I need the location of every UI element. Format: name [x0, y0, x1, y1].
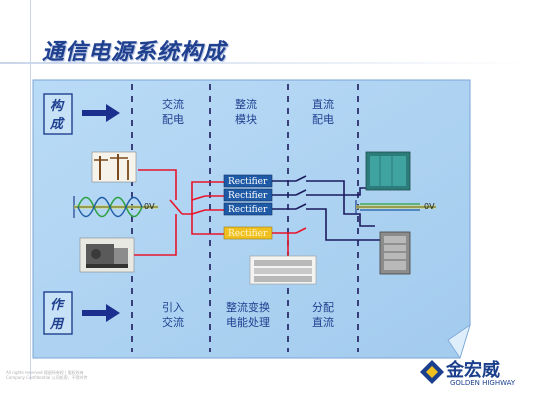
- logo-mark-icon: [420, 360, 444, 384]
- footer-line2: Company Confidential 公司机密，不得外传: [6, 375, 88, 380]
- col-rectifier-module-line2: 模块: [235, 113, 257, 126]
- label-function-char1: 作: [50, 297, 66, 313]
- label-function-char2: 用: [49, 317, 65, 332]
- col-dc-distribution-line2: 配电: [312, 113, 334, 126]
- label-composition-char2: 成: [49, 116, 65, 132]
- col-dc-distribute-line1: 分配: [312, 301, 334, 314]
- rectifier-rack-image: [249, 255, 317, 285]
- logo-text-cn: 金宏威: [446, 360, 500, 381]
- rectifier-module: Rectifier: [223, 188, 273, 202]
- title-underline: [0, 62, 533, 64]
- label-box-composition: [43, 93, 73, 135]
- ac-sine-wave: [73, 196, 158, 218]
- rectifier-label: Rectifier: [228, 191, 268, 201]
- rectifier-label: Rectifier: [228, 229, 268, 239]
- ac-wiring: [134, 169, 224, 256]
- col-dc-distribute-line2: 直流: [312, 315, 334, 329]
- col-ac-input-line2: 交流: [162, 315, 184, 329]
- col-ac-distribution-line2: 配电: [162, 113, 184, 126]
- battery-cabinet-image: [379, 231, 411, 275]
- arrow-right-icon: [82, 304, 120, 322]
- footer-line1: All rights reserved 保留所有权 | 版权所有: [6, 370, 84, 375]
- label-box-function: [43, 291, 73, 335]
- title-bar: [0, 0, 533, 72]
- page-title: 通信电源系统构成: [42, 40, 227, 65]
- rectifier-module-highlighted: Rectifier: [223, 226, 273, 240]
- col-rectify-convert-line2: 电能处理: [226, 315, 270, 329]
- generator-image: [79, 237, 135, 273]
- company-logo: 金宏威 GOLDEN HIGHWAY: [418, 355, 530, 391]
- arrow-right-icon: [82, 104, 120, 122]
- telecom-cabinet-image: [365, 151, 411, 191]
- col-rectifier-module-line1: 整流: [235, 97, 257, 111]
- col-ac-distribution-line1: 交流: [162, 97, 184, 111]
- dc-wiring-dark: [272, 175, 380, 241]
- panel-fold-corner: [447, 324, 471, 359]
- dc-wiring-red: [272, 227, 307, 258]
- logo-text-en: GOLDEN HIGHWAY: [450, 379, 516, 387]
- rectifier-label: Rectifier: [228, 205, 268, 215]
- col-ac-input-line1: 引入: [162, 300, 184, 314]
- dc-voltage-bar: [355, 200, 436, 214]
- footer-copyright: All rights reserved 保留所有权 | 版权所有 Company…: [6, 370, 88, 380]
- label-composition-char1: 构: [50, 98, 65, 114]
- rectifier-module: Rectifier: [223, 202, 273, 216]
- rectifier-label: Rectifier: [228, 177, 268, 187]
- utility-pole-image: [91, 151, 137, 183]
- voltage-label-ac: 0V: [144, 202, 155, 211]
- title-margin-line: [30, 0, 31, 380]
- col-dc-distribution-line1: 直流: [312, 97, 334, 111]
- col-rectify-convert-line1: 整流变换: [226, 300, 270, 314]
- voltage-label-dc: 0V: [424, 202, 435, 211]
- rectifier-module: Rectifier: [223, 174, 273, 188]
